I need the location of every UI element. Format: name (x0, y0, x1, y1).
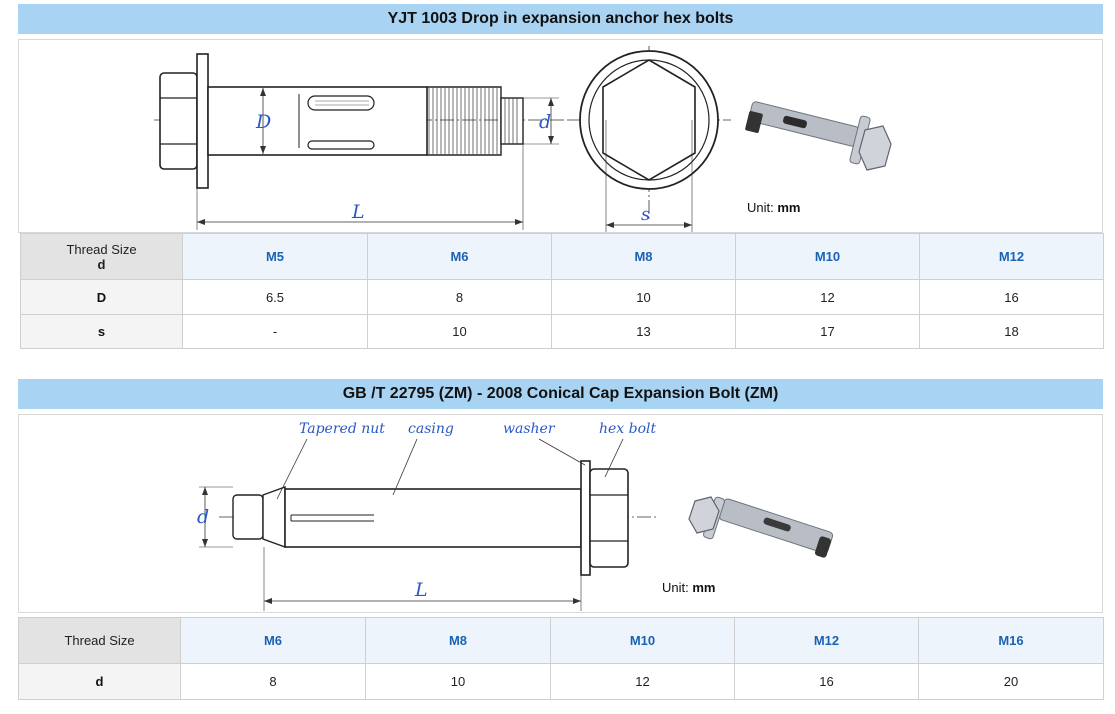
anchor-bolt-drawing: D d L s (154, 46, 892, 232)
unit-value: mm (777, 200, 801, 215)
unit-label: Unit: (747, 200, 774, 215)
table-cell: 18 (919, 314, 1104, 349)
spec-table-gbt22795: Thread Size M6 M8 M10 M12 M16 d 8 10 12 … (18, 617, 1104, 700)
callout-washer: washer (503, 421, 556, 437)
unit-label: Unit: (662, 580, 689, 595)
dim-s-label: s (641, 204, 650, 225)
col-header: M8 (365, 617, 551, 664)
table-cell: 16 (919, 279, 1104, 315)
col-header: M6 (180, 617, 366, 664)
technical-drawing: D d L s (18, 39, 1103, 233)
table-cell: 17 (735, 314, 920, 349)
table-cell: 8 (367, 279, 552, 315)
table-cell: 12 (735, 279, 920, 315)
table-cell: 13 (551, 314, 736, 349)
col-header: M8 (551, 233, 736, 280)
conical-bolt-drawing: Tapered nut casing washer hex bolt d L (197, 421, 834, 611)
unit-note: Unit: mm (662, 580, 715, 595)
table-row: d 8 10 12 16 20 (18, 663, 1104, 700)
table-cell: 10 (365, 663, 551, 700)
thread-size-header: Thread Size (18, 617, 181, 664)
col-header: M10 (550, 617, 735, 664)
callout-hex-bolt: hex bolt (599, 421, 657, 437)
thread-size-header: Thread Size d (20, 233, 183, 280)
dim-D-label: D (255, 111, 271, 133)
row-header: s (20, 314, 183, 349)
row-header: d (18, 663, 181, 700)
table-cell: 12 (550, 663, 735, 700)
dim-d-label: d (197, 506, 209, 528)
table-header-row: Thread Size d M5 M6 M8 M10 M12 (20, 233, 1104, 280)
spec-table-yjt1003: Thread Size d M5 M6 M8 M10 M12 D 6.5 8 1… (20, 233, 1104, 349)
conical-bolt-photo (688, 496, 834, 558)
section-yjt1003: YJT 1003 Drop in expansion anchor hex bo… (18, 2, 1104, 349)
table-header-row: Thread Size M6 M8 M10 M12 M16 (18, 617, 1104, 664)
table-cell: 10 (551, 279, 736, 315)
dim-L-label: L (414, 579, 428, 601)
table-cell: - (182, 314, 368, 349)
table-cell: 20 (918, 663, 1104, 700)
section-gbt22795: GB /T 22795 (ZM) - 2008 Conical Cap Expa… (18, 377, 1104, 700)
technical-drawing: Tapered nut casing washer hex bolt d L (18, 414, 1103, 613)
col-header: M12 (919, 233, 1104, 280)
row-header: D (20, 279, 183, 315)
anchor-bolt-photo (745, 101, 892, 171)
table-cell: 10 (367, 314, 552, 349)
section-title: GB /T 22795 (ZM) - 2008 Conical Cap Expa… (18, 377, 1103, 409)
section-title: YJT 1003 Drop in expansion anchor hex bo… (18, 2, 1103, 34)
callout-tapered-nut: Tapered nut (299, 421, 385, 437)
table-cell: 8 (180, 663, 366, 700)
col-header: M16 (918, 617, 1104, 664)
col-header: M12 (734, 617, 919, 664)
dim-d-label: d (539, 111, 551, 133)
col-header: M5 (182, 233, 368, 280)
table-row: s - 10 13 17 18 (20, 314, 1104, 349)
corner-line1: Thread Size (66, 241, 137, 257)
dim-L-label: L (351, 201, 365, 223)
table-cell: 16 (734, 663, 919, 700)
callout-casing: casing (408, 421, 454, 437)
table-cell: 6.5 (182, 279, 368, 315)
unit-value: mm (692, 580, 716, 595)
unit-note: Unit: mm (747, 200, 800, 215)
corner-line2: d (97, 256, 106, 272)
col-header: M6 (367, 233, 552, 280)
col-header: M10 (735, 233, 920, 280)
table-row: D 6.5 8 10 12 16 (20, 279, 1104, 315)
